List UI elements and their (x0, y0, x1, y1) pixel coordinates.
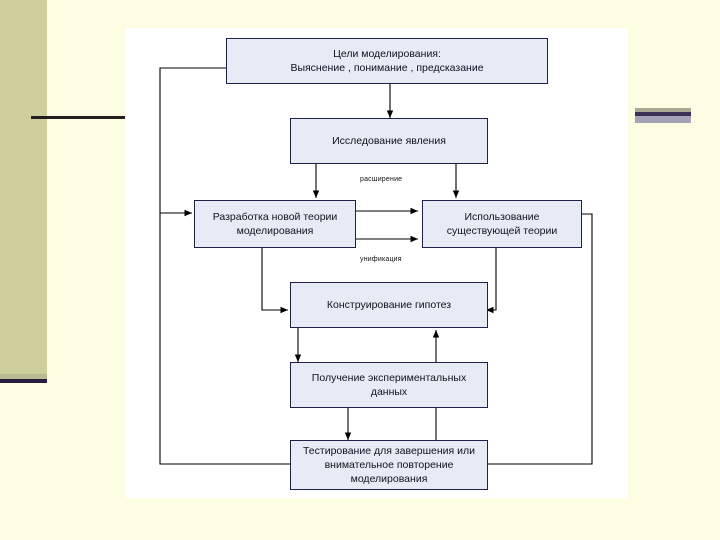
node-new-theory-label: Разработка новой теории моделирования (212, 210, 338, 237)
node-experiment[interactable]: Получение экспериментальных данных (290, 362, 488, 408)
node-new-theory[interactable]: Разработка новой теории моделирования (194, 200, 356, 248)
node-testing-label: Тестирование для завершения или внимател… (302, 444, 476, 486)
edge-label-unification: унификация (358, 256, 404, 263)
node-goals-label: Цели моделирования: Выяснение , понимани… (290, 47, 484, 74)
node-used-theory-label: Использование существующей теории (446, 210, 558, 237)
footer-rule (0, 379, 47, 383)
edge-label-expansion: расширение (358, 176, 405, 183)
accent-band-middle (635, 112, 691, 116)
header-rule (31, 116, 125, 119)
node-experiment-label: Получение экспериментальных данных (311, 371, 467, 398)
node-goals[interactable]: Цели моделирования: Выяснение , понимани… (226, 38, 548, 84)
diagram-panel: Цели моделирования: Выяснение , понимани… (126, 28, 628, 498)
node-testing[interactable]: Тестирование для завершения или внимател… (290, 440, 488, 490)
node-hypotheses[interactable]: Конструирование гипотез (290, 282, 488, 328)
sidebar-band (0, 0, 47, 382)
flowchart-connectors (159, 64, 593, 465)
node-used-theory[interactable]: Использование существующей теории (422, 200, 582, 248)
accent-band-top (635, 108, 691, 112)
decorative-accent-bar (635, 108, 691, 123)
sidebar-band-foot (0, 374, 47, 382)
node-hypotheses-label: Конструирование гипотез (326, 298, 452, 311)
node-study[interactable]: Исследование явления (290, 118, 488, 164)
accent-band-bottom (635, 116, 691, 123)
node-study-label: Исследование явления (332, 134, 446, 147)
